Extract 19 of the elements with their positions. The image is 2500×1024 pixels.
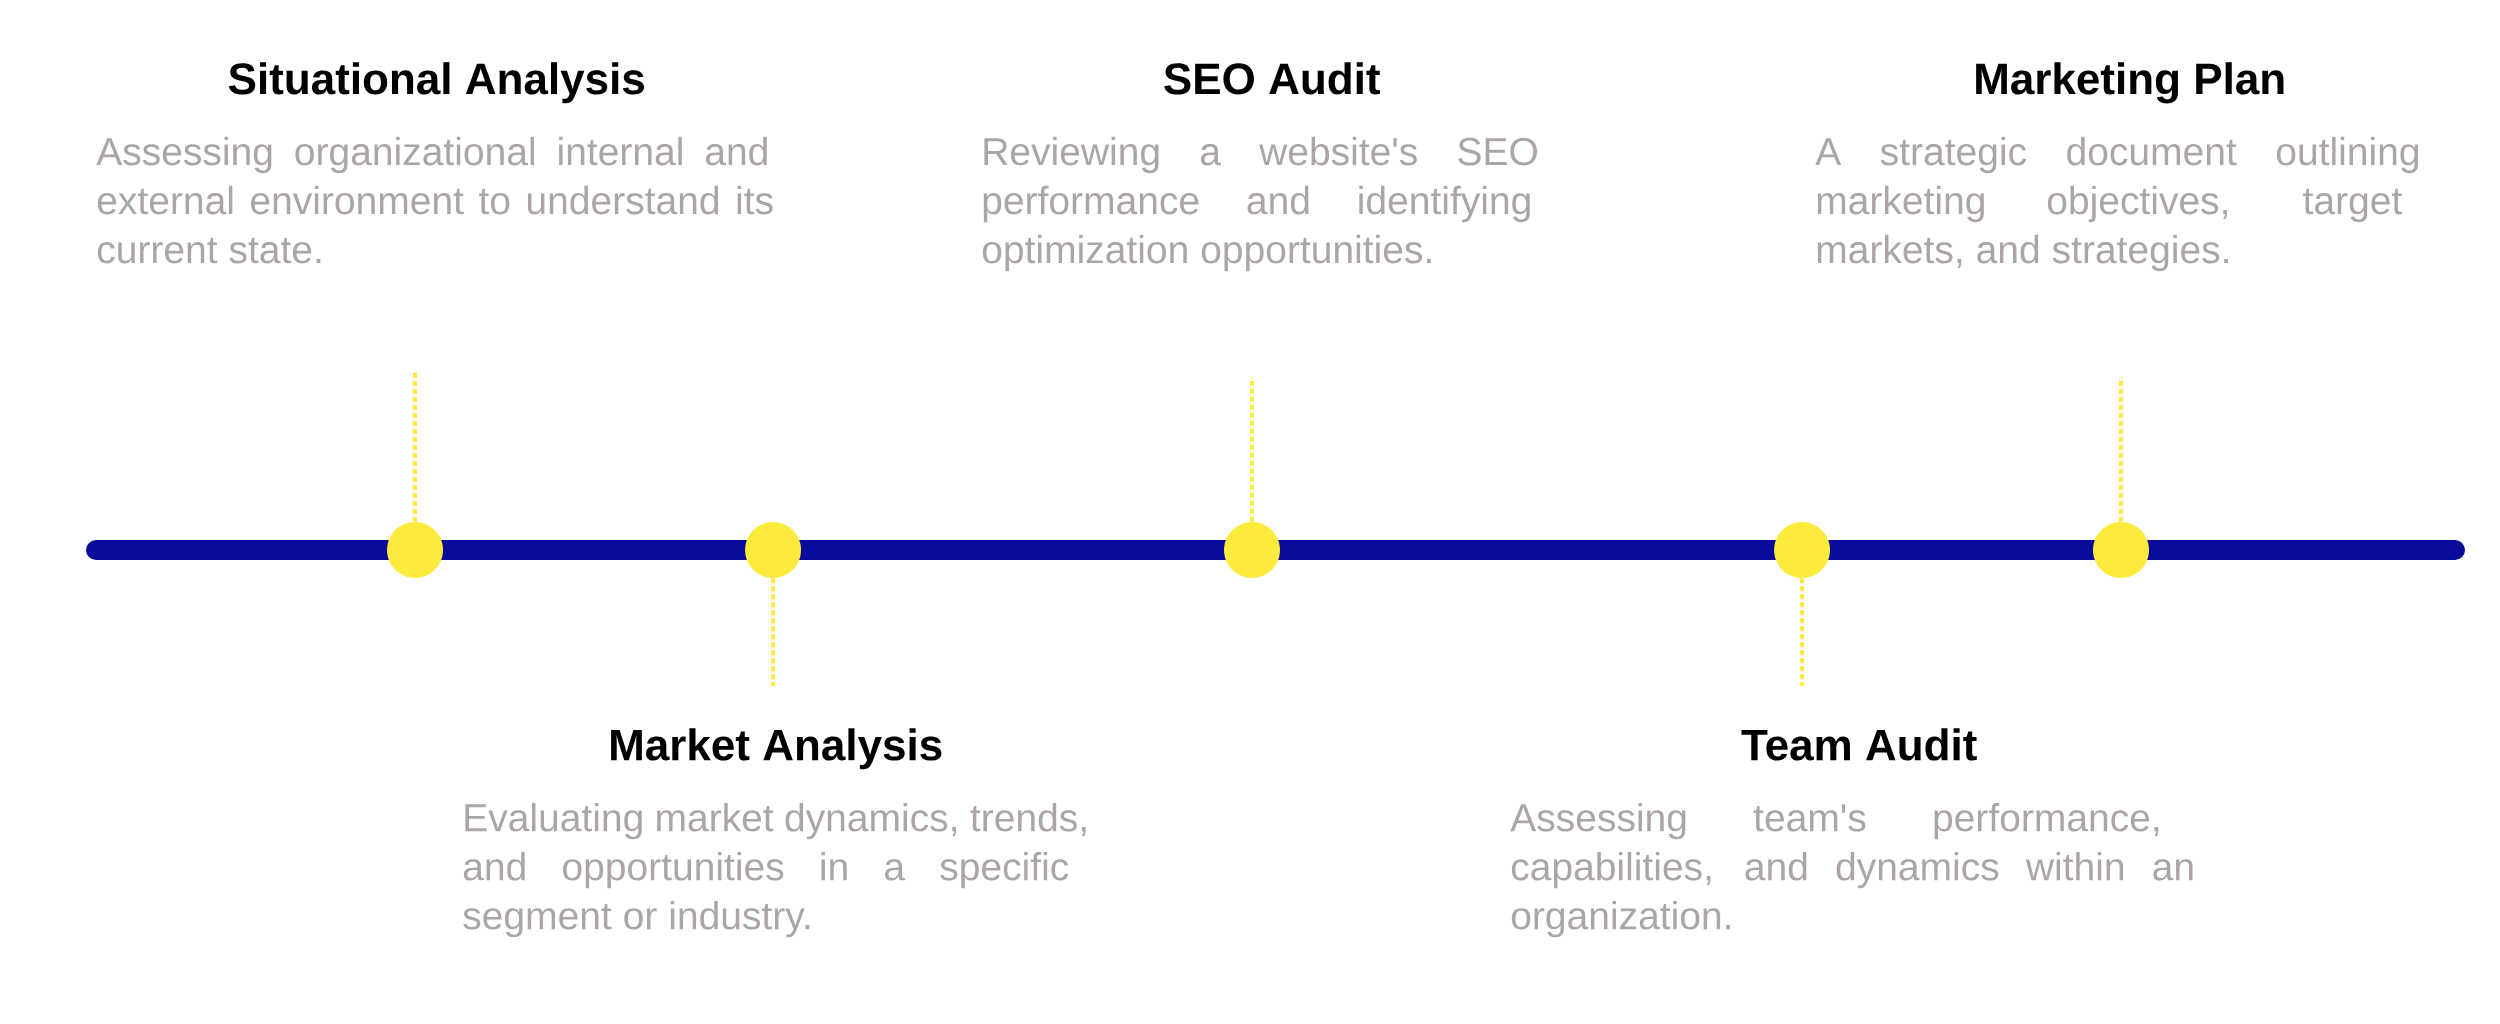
milestone-title: Situational Analysis xyxy=(228,62,644,104)
dotted-connector xyxy=(1250,377,1254,522)
timeline-dot xyxy=(1774,522,1830,578)
milestone-description: Evaluating market dynamics, trends, and opportunities in a specific segment or industry. xyxy=(463,802,1086,938)
milestone-description: Reviewing a website's SEO performance and identifying optimization opportunities. xyxy=(982,136,1537,272)
timeline-dot xyxy=(745,522,801,578)
timeline-dot xyxy=(1224,522,1280,578)
milestone-title: Marketing Plan xyxy=(1976,62,2284,104)
dotted-connector xyxy=(1800,578,1804,686)
milestone-title: Team Audit xyxy=(1741,728,1977,761)
milestone-title: SEO Audit xyxy=(1164,62,1380,95)
milestone-title: Market Analysis xyxy=(611,728,942,770)
dotted-connector xyxy=(2119,377,2123,522)
dotted-connector xyxy=(771,578,775,686)
milestone-description: Assessing team's performance, capabilities, and dynamics within an organization. xyxy=(1510,802,2193,938)
timeline-dot xyxy=(2093,522,2149,578)
milestone-description: Assessing organizational internal and external environment to understand its current state. xyxy=(96,136,773,264)
timeline-dot xyxy=(387,522,443,578)
milestone-description: A strategic document outlining marketing objectives, target markets, and strategies. xyxy=(1815,136,2419,272)
